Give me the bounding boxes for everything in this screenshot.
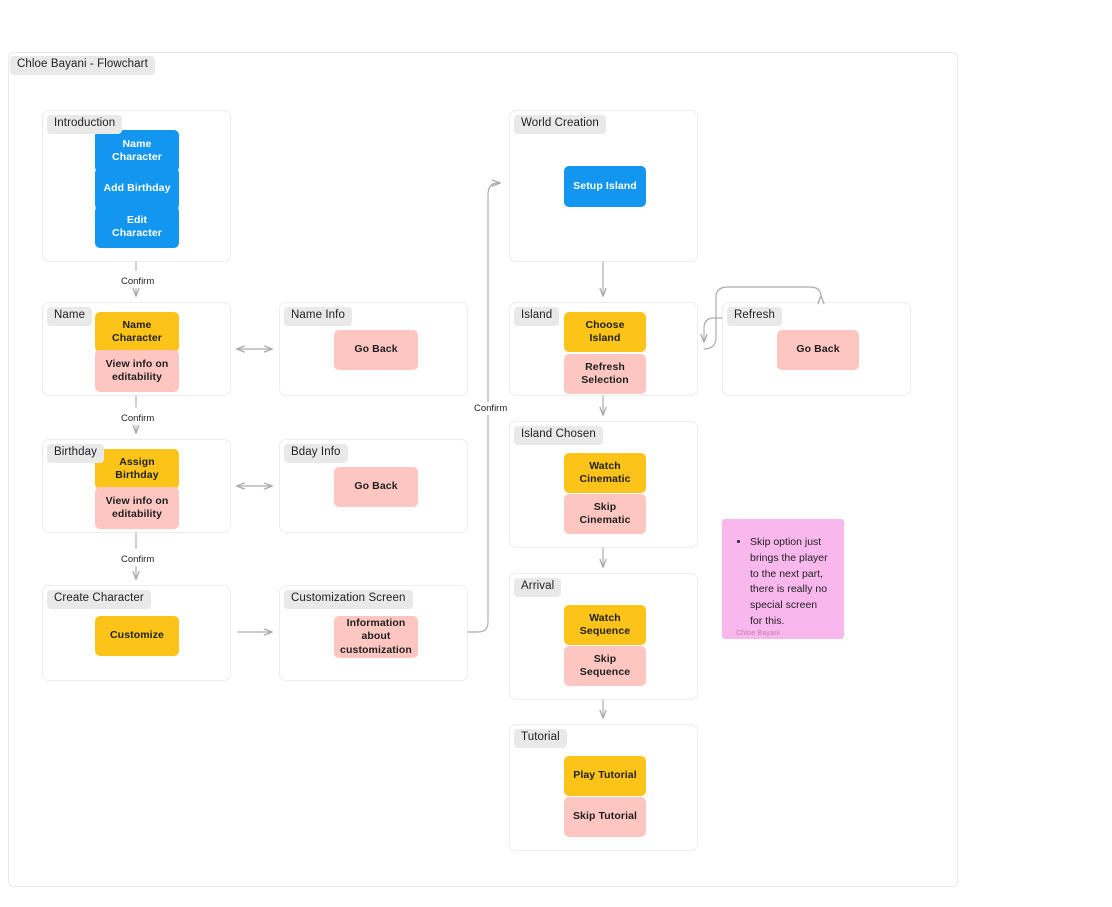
sticky-note-bullet: Skip option just brings the player to th… [750, 535, 830, 630]
node-tutorial-1[interactable]: Skip Tutorial [564, 797, 646, 837]
node-world-creation-0[interactable]: Setup Island [564, 166, 646, 207]
node-island-1[interactable]: Refresh Selection [564, 354, 646, 394]
node-customization-screen-0[interactable]: Information about customization [334, 616, 418, 658]
node-island-0[interactable]: Choose Island [564, 312, 646, 352]
group-bday-info[interactable]: Bday Info Go Back [279, 439, 468, 533]
group-title-birthday: Birthday [47, 444, 104, 463]
node-create-character-0[interactable]: Customize [95, 616, 179, 656]
node-island-chosen-1[interactable]: Skip Cinematic [564, 494, 646, 534]
edge-label-confirm-birthday-create: Confirm [118, 553, 158, 566]
group-name-info[interactable]: Name Info Go Back [279, 302, 468, 396]
sticky-note-list: Skip option just brings the player to th… [736, 535, 830, 630]
group-title-name: Name [47, 307, 93, 326]
node-introduction-1[interactable]: Add Birthday [95, 168, 179, 210]
node-bday-info-0[interactable]: Go Back [334, 467, 418, 507]
group-title-bday-info: Bday Info [284, 444, 348, 463]
node-introduction-0[interactable]: Name Character [95, 130, 179, 172]
node-tutorial-0[interactable]: Play Tutorial [564, 756, 646, 796]
node-arrival-0[interactable]: Watch Sequence [564, 605, 646, 645]
group-title-customization-screen: Customization Screen [284, 590, 413, 609]
node-refresh-0[interactable]: Go Back [777, 330, 859, 370]
edge-label-confirm-intro-name: Confirm [118, 275, 158, 288]
sticky-note-skip-note[interactable]: Skip option just brings the player to th… [722, 519, 844, 639]
group-title-world-creation: World Creation [514, 115, 606, 134]
node-arrival-1[interactable]: Skip Sequence [564, 646, 646, 686]
group-title-island-chosen: Island Chosen [514, 426, 603, 445]
node-name-0[interactable]: Name Character [95, 312, 179, 352]
group-title-tutorial: Tutorial [514, 729, 567, 748]
edge-label-confirm-custom-world: Confirm [471, 402, 511, 415]
group-title-introduction: Introduction [47, 115, 123, 134]
sticky-note-author: Chloe Bayani [736, 629, 781, 637]
node-birthday-1[interactable]: View info on editability [95, 487, 179, 529]
group-title-island: Island [514, 307, 560, 326]
group-refresh[interactable]: Refresh Go Back [722, 302, 911, 396]
edge-label-confirm-name-birthday: Confirm [118, 412, 158, 425]
group-title-arrival: Arrival [514, 578, 562, 597]
page-title: Chloe Bayani - Flowchart [10, 56, 155, 75]
node-introduction-2[interactable]: Edit Character [95, 206, 179, 248]
node-name-info-0[interactable]: Go Back [334, 330, 418, 370]
group-title-create-character: Create Character [47, 590, 151, 609]
node-name-1[interactable]: View info on editability [95, 350, 179, 392]
group-title-name-info: Name Info [284, 307, 352, 326]
node-birthday-0[interactable]: Assign Birthday [95, 449, 179, 489]
group-title-refresh: Refresh [727, 307, 782, 326]
node-island-chosen-0[interactable]: Watch Cinematic [564, 453, 646, 493]
